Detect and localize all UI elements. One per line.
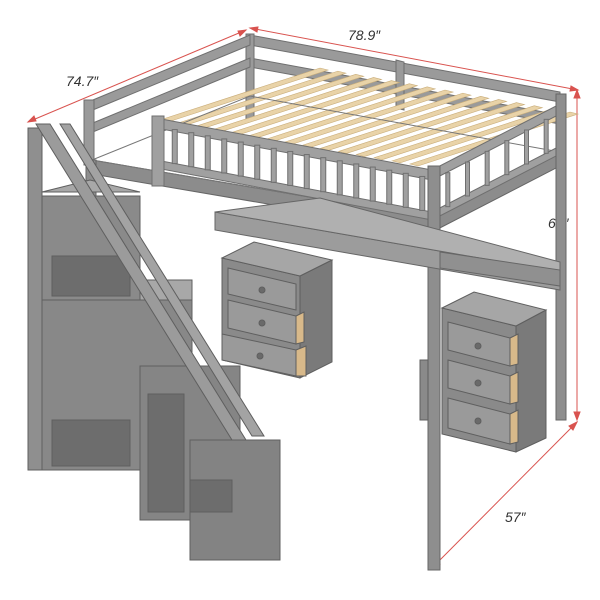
width-label: 78.9″ — [348, 27, 381, 43]
baluster — [386, 169, 393, 205]
stair-stringer — [35, 123, 247, 441]
arrowhead — [26, 115, 37, 123]
slat — [355, 102, 526, 157]
drawer-knob — [258, 286, 266, 294]
arrowhead — [568, 420, 579, 431]
arrowhead — [237, 29, 248, 37]
baluster — [237, 141, 244, 177]
drawer-knob — [474, 379, 482, 387]
cubby — [51, 419, 131, 467]
left-drawer-chest — [220, 241, 334, 379]
baluster — [484, 150, 490, 186]
baluster — [353, 163, 360, 199]
slat — [373, 105, 544, 161]
front-guardrail — [151, 115, 433, 221]
cubby — [147, 393, 185, 513]
arrowhead — [573, 411, 581, 422]
right-drawer-chest — [419, 291, 548, 453]
baluster — [254, 144, 261, 180]
baluster — [445, 172, 451, 208]
width-dimension-line — [249, 27, 579, 91]
drawer-knob — [256, 352, 264, 360]
baluster — [543, 118, 549, 154]
arrowhead — [569, 85, 580, 92]
depth-label: 74.7″ — [66, 73, 99, 89]
baluster — [402, 172, 409, 208]
baluster — [188, 132, 195, 168]
baluster — [287, 150, 294, 186]
drawer — [221, 267, 307, 377]
desk — [214, 197, 561, 291]
underbed-label: 57″ — [505, 509, 527, 525]
slat — [337, 99, 508, 154]
underbed-dimension-line — [431, 421, 578, 569]
arrowhead — [573, 88, 581, 99]
baluster — [320, 157, 327, 193]
baluster — [221, 138, 228, 174]
drawer-knob — [474, 417, 482, 425]
stair-handrail — [59, 123, 265, 437]
baluster — [465, 161, 470, 197]
bottom-step-block — [189, 439, 281, 561]
drawer-knob — [474, 342, 482, 350]
cubby — [51, 255, 131, 297]
arrowhead — [248, 26, 259, 33]
cubby — [189, 479, 233, 513]
baluster — [419, 175, 426, 211]
stair-storage — [27, 123, 281, 561]
baluster — [171, 129, 178, 165]
baluster — [204, 135, 211, 171]
left-guardrail — [83, 34, 251, 166]
baluster — [303, 154, 310, 190]
baluster — [524, 129, 529, 165]
back-right-leg — [555, 93, 567, 421]
baluster — [504, 140, 510, 176]
baluster — [336, 160, 343, 196]
baluster — [270, 147, 277, 183]
front-right-leg — [427, 165, 441, 571]
baluster — [369, 166, 376, 202]
drawer-knob — [258, 319, 266, 327]
depth-dimension-line — [27, 29, 247, 123]
